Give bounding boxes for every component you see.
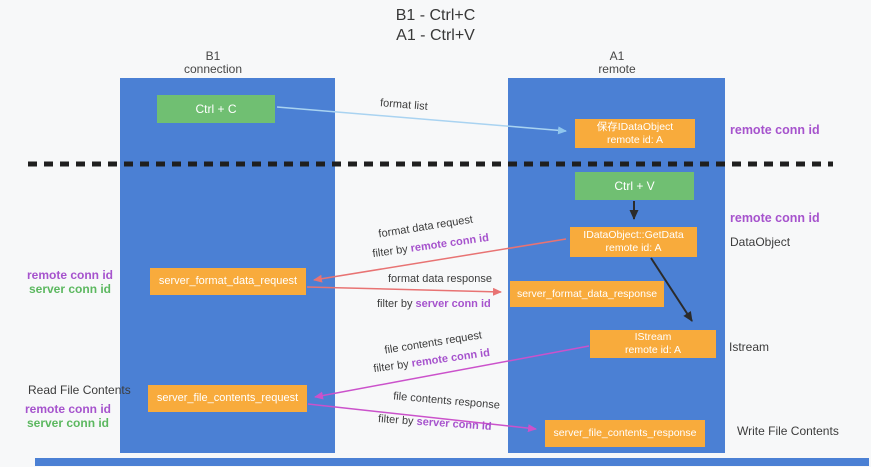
lane-b1-name: B1 <box>205 49 221 63</box>
server-conn-id-label: server conn id <box>26 416 110 430</box>
lane-a1-name: A1 <box>609 49 625 63</box>
server-format-data-request-label: server_format_data_request <box>158 275 298 287</box>
arrow-format-data-response <box>306 286 502 296</box>
remote-conn-id-annotation-mid: remote conn id <box>730 211 820 225</box>
left-conn-id-annotation-bottom: remote conn id server conn id <box>22 402 114 430</box>
arrow-format-data-request <box>313 238 567 283</box>
title-line-1: B1 - Ctrl+C <box>395 7 476 24</box>
arrow-format-list <box>276 106 567 135</box>
format-data-response-label: format data response <box>388 273 492 285</box>
ctrl-v-node: Ctrl + V <box>575 172 694 200</box>
getdata-line1: IDataObject::GetData <box>583 229 684 241</box>
format-data-response-filter-label: filter by server conn id <box>377 298 491 310</box>
istream-annotation: Istream <box>729 340 770 354</box>
arrow-getdata-to-istream <box>650 257 693 322</box>
server-conn-id-value: server conn id <box>415 298 491 310</box>
arrow-file-contents-response <box>307 403 537 433</box>
lane-header-a1: A1 remote <box>567 50 667 76</box>
save-idataobject-line1: 保存IDataObject <box>596 120 674 133</box>
ctrl-c-label: Ctrl + C <box>195 101 237 116</box>
bottom-bar <box>35 458 869 466</box>
filter-by-prefix: filter by <box>377 413 414 428</box>
getdata-line2: remote id: A <box>605 242 662 254</box>
server-file-contents-request-node: server_file_contents_request <box>148 385 307 412</box>
istream-line1: IStream <box>634 331 672 343</box>
diagram-title: B1 - Ctrl+C A1 - Ctrl+V <box>0 6 871 46</box>
left-conn-id-annotation-mid: remote conn id server conn id <box>24 268 116 296</box>
remote-conn-id-annotation-top: remote conn id <box>730 123 820 137</box>
lane-a1-role: remote <box>598 62 636 76</box>
server-format-data-response-node: server_format_data_response <box>510 281 664 307</box>
dataobject-annotation: DataObject <box>730 235 791 249</box>
ctrl-c-node: Ctrl + C <box>157 95 275 123</box>
save-idataobject-line2: remote id: A <box>606 133 664 146</box>
arrow-file-contents-request <box>314 345 590 400</box>
server-format-data-request-node: server_format_data_request <box>150 268 306 295</box>
read-file-contents-annotation: Read File Contents <box>28 383 131 397</box>
lane-b1-role: connection <box>183 62 243 76</box>
write-file-contents-annotation: Write File Contents <box>737 424 839 438</box>
lane-header-b1: B1 connection <box>163 50 263 76</box>
istream-line2: remote id: A <box>624 344 682 356</box>
server-conn-id-label: server conn id <box>28 282 112 296</box>
save-idataobject-node: 保存IDataObject remote id: A <box>575 119 695 148</box>
server-format-data-response-label: server_format_data_response <box>516 287 658 300</box>
filter-by-prefix: filter by <box>377 298 413 310</box>
title-line-2: A1 - Ctrl+V <box>396 27 475 44</box>
server-file-contents-response-label: server_file_contents_response <box>553 427 697 439</box>
server-file-contents-request-label: server_file_contents_request <box>156 392 299 404</box>
remote-conn-id-label: remote conn id <box>24 402 111 416</box>
server-file-contents-response-node: server_file_contents_response <box>545 420 705 447</box>
remote-conn-id-label: remote conn id <box>26 268 113 282</box>
ctrl-v-label: Ctrl + V <box>614 178 655 193</box>
istream-node: IStream remote id: A <box>590 330 716 358</box>
idataobject-getdata-node: IDataObject::GetData remote id: A <box>570 227 697 257</box>
